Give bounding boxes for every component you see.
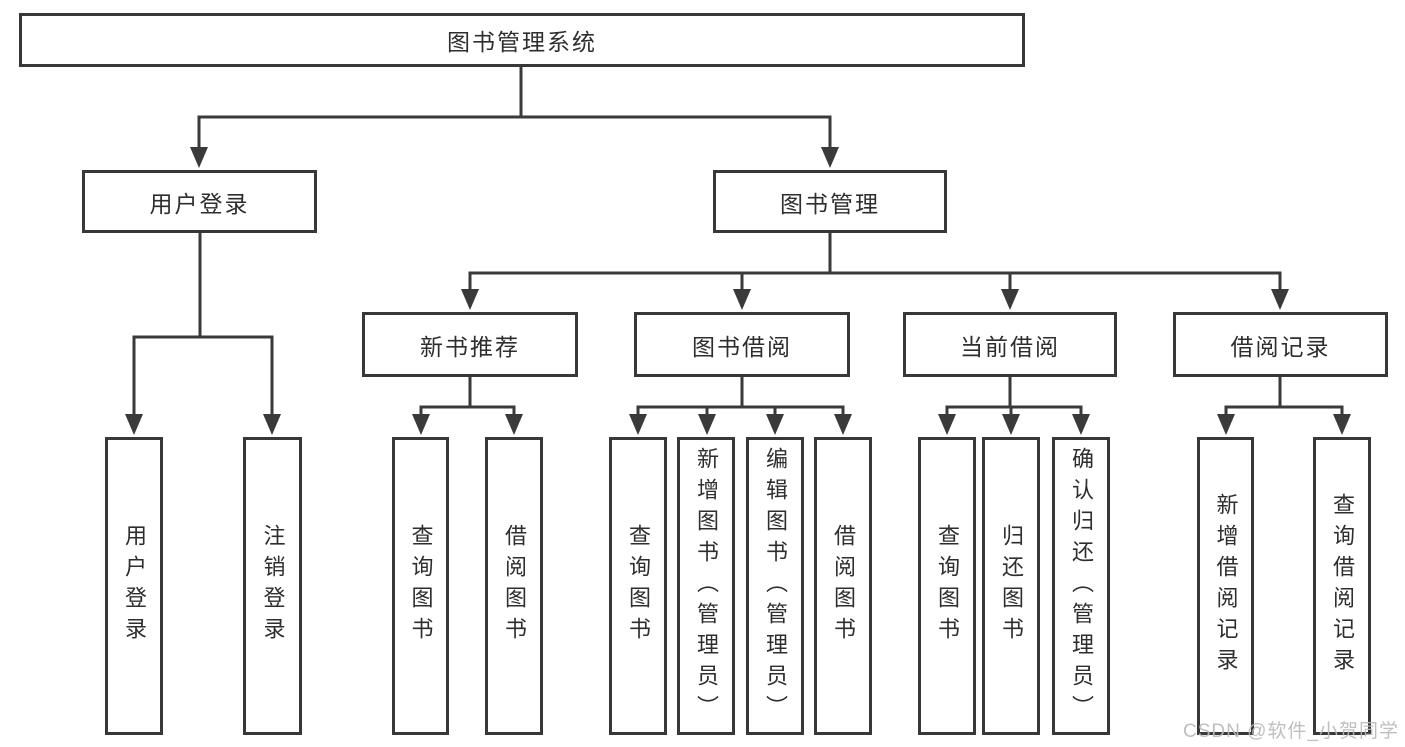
leaf-br-add-record-label: 新增借阅记录	[1213, 493, 1239, 679]
leaf-nb-borrow-book-label: 借阅图书	[502, 524, 527, 648]
node-user-login: 用户登录	[82, 170, 317, 233]
leaf-br-add-record: 新增借阅记录	[1197, 437, 1254, 735]
node-root-label: 图书管理系统	[447, 29, 597, 55]
node-book-management: 图书管理	[713, 170, 947, 233]
node-root: 图书管理系统	[19, 13, 1025, 67]
node-new-book-recommend-label: 新书推荐	[420, 333, 520, 360]
leaf-bb-query-book: 查询图书	[609, 437, 667, 735]
leaf-nb-query-book-label: 查询图书	[408, 524, 434, 648]
leaf-user-login: 用户登录	[105, 437, 163, 735]
leaf-bb-add-book-admin: 新增图书（管理员）	[677, 437, 735, 735]
leaf-bb-edit-book-admin: 编辑图书（管理员）	[746, 437, 804, 735]
leaf-br-query-record: 查询借阅记录	[1313, 437, 1371, 735]
node-current-borrow: 当前借阅	[903, 312, 1117, 377]
leaf-cb-return-book: 归还图书	[982, 437, 1040, 735]
leaf-bb-edit-book-admin-label: 编辑图书（管理员）	[763, 446, 788, 726]
node-new-book-recommend: 新书推荐	[362, 312, 578, 377]
node-book-borrow: 图书借阅	[634, 312, 850, 377]
leaf-cb-confirm-return-admin: 确认归还（管理员）	[1052, 437, 1110, 735]
watermark: CSDN @软件_小贺同学	[1183, 721, 1399, 742]
leaf-bb-query-book-label: 查询图书	[626, 524, 651, 648]
node-current-borrow-label: 当前借阅	[960, 333, 1060, 360]
leaf-cb-confirm-return-admin-label: 确认归还（管理员）	[1069, 446, 1094, 726]
leaf-cb-query-book-label: 查询图书	[935, 524, 960, 648]
leaf-bb-borrow-book-label: 借阅图书	[831, 524, 856, 648]
leaf-bb-borrow-book: 借阅图书	[814, 437, 872, 735]
node-borrow-record: 借阅记录	[1173, 312, 1388, 377]
node-book-management-label: 图书管理	[780, 190, 880, 217]
node-book-borrow-label: 图书借阅	[692, 333, 792, 360]
leaf-logout: 注销登录	[243, 437, 302, 735]
leaf-br-query-record-label: 查询借阅记录	[1330, 493, 1355, 679]
leaf-cb-query-book: 查询图书	[918, 437, 976, 735]
leaf-nb-query-book: 查询图书	[392, 437, 449, 735]
node-borrow-record-label: 借阅记录	[1230, 333, 1331, 360]
leaf-user-login-label: 用户登录	[122, 524, 147, 648]
leaf-bb-add-book-admin-label: 新增图书（管理员）	[694, 446, 719, 726]
node-user-login-label: 用户登录	[149, 190, 250, 217]
leaf-cb-return-book-label: 归还图书	[999, 524, 1024, 648]
leaf-logout-label: 注销登录	[260, 524, 286, 648]
leaf-nb-borrow-book: 借阅图书	[485, 437, 543, 735]
